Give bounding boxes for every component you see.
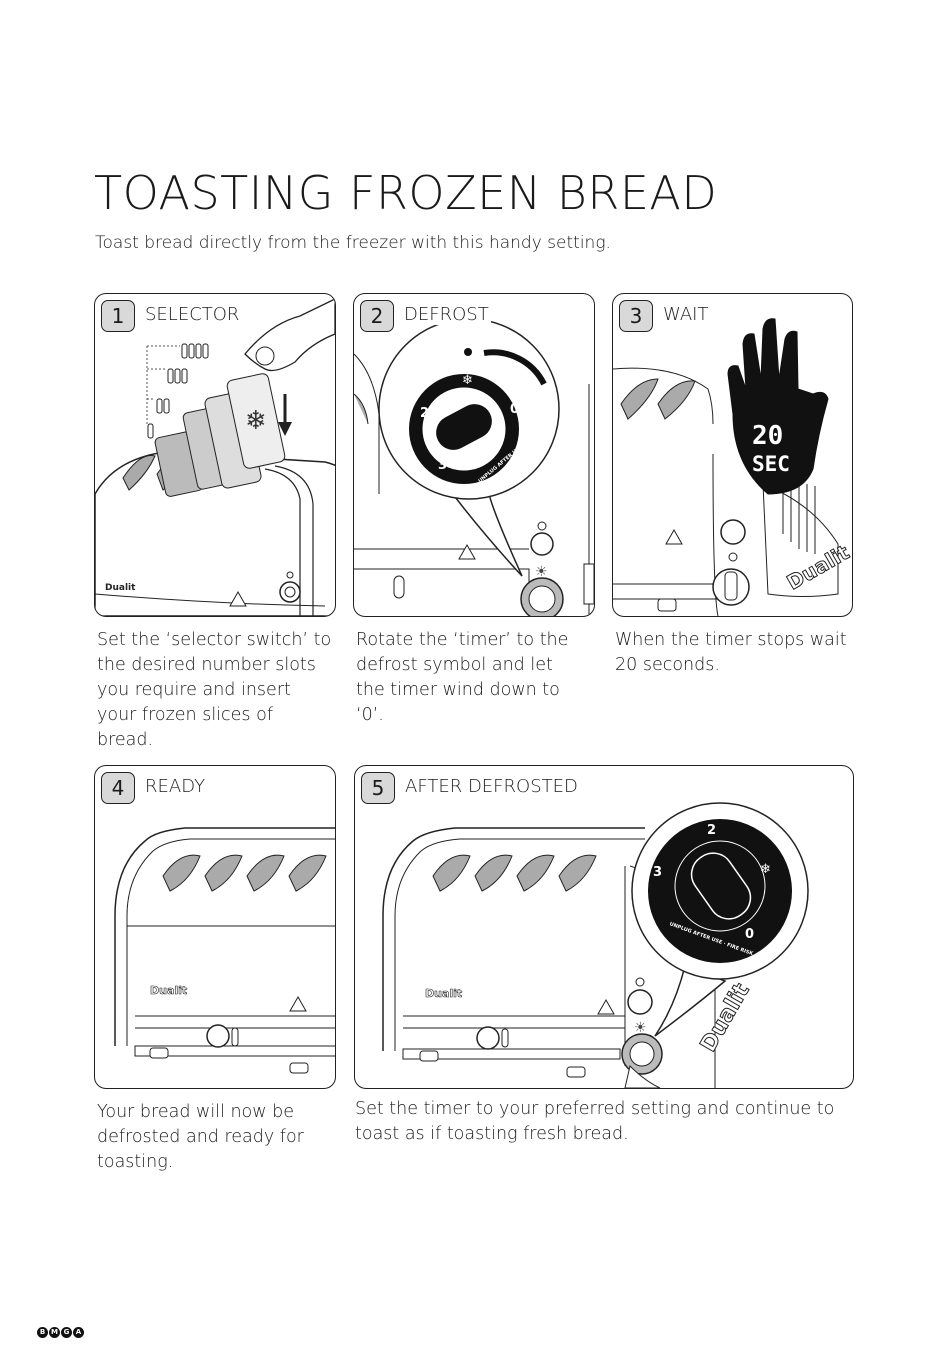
step-title: SELECTOR [143,304,242,325]
step-panel-defrost: 2 DEFROST ☀ ❄ 0 2 3 UNPLUG AFTER USE · F… [353,293,595,617]
page-subtitle: Toast bread directly from the freezer wi… [95,233,611,253]
step-panel-selector: 1 SELECTOR ❄ Dualit [94,293,336,617]
toaster-after-defrosted-illustration: Dualit ☀ Dualit ❄ 2 3 0 UNPLUG AFTER USE… [382,802,809,1088]
step-number-badge: 5 [361,772,395,804]
svg-text:☀: ☀ [535,564,548,580]
step-panel-after-defrosted: 5 AFTER DEFROSTED Dualit ☀ Dualit ❄ 2 3 [354,765,854,1089]
dial-mark-two: 2 [707,823,716,838]
timer-dial-illustration: ☀ ❄ 0 2 3 UNPLUG AFTER USE · FIRE RISK [354,318,594,616]
hand-timer-unit: SEC [752,452,790,476]
step-description: Your bread will now be defrosted and rea… [97,1102,304,1172]
page-title: TOASTING FROZEN BREAD [94,166,718,220]
dial-mark-zero: 0 [745,927,754,942]
brand-label: Dualit [150,984,187,997]
svg-text:❄: ❄ [245,406,267,436]
step-description: When the timer stops wait 20 seconds. [615,630,847,675]
dial-mark-three: 3 [438,458,447,473]
wait-hand-illustration: Dualit 20 SEC [613,318,852,616]
footer-logo: B M G A [37,1327,84,1338]
svg-text:❄: ❄ [462,373,473,388]
step-title: READY [143,776,208,797]
step-number-badge: 3 [619,300,653,332]
footer-letter: A [73,1327,84,1338]
step-title: AFTER DEFROSTED [403,776,580,797]
brand-label: Dualit [105,583,136,593]
step-description: Rotate the ‘timer’ to the defrost symbol… [356,630,569,725]
step-title: WAIT [661,304,711,325]
toaster-selector-illustration: ❄ Dualit [95,298,335,616]
step-description: Set the timer to your preferred setting … [355,1099,835,1144]
footer-letter: G [61,1327,72,1338]
step-panel-wait: 3 WAIT Dualit 20 SEC [612,293,853,617]
dial-mark-three: 3 [653,865,662,880]
svg-text:☀: ☀ [634,1020,647,1036]
step-number-badge: 2 [360,300,394,332]
dial-mark-two: 2 [420,406,429,421]
hand-timer-value: 20 [752,421,783,451]
step-number-badge: 1 [101,300,135,332]
step-description: Set the ‘selector switch’ to the desired… [97,630,332,750]
footer-letter: M [49,1327,60,1338]
svg-text:❄: ❄ [760,862,771,877]
dial-mark-zero: 0 [510,402,519,417]
step-panel-ready: 4 READY Dualit [94,765,336,1089]
step-title: DEFROST [402,304,491,325]
toaster-ready-illustration: Dualit [114,827,335,1074]
step-number-badge: 4 [101,772,135,804]
brand-label: Dualit [425,987,462,1000]
footer-letter: B [37,1327,48,1338]
